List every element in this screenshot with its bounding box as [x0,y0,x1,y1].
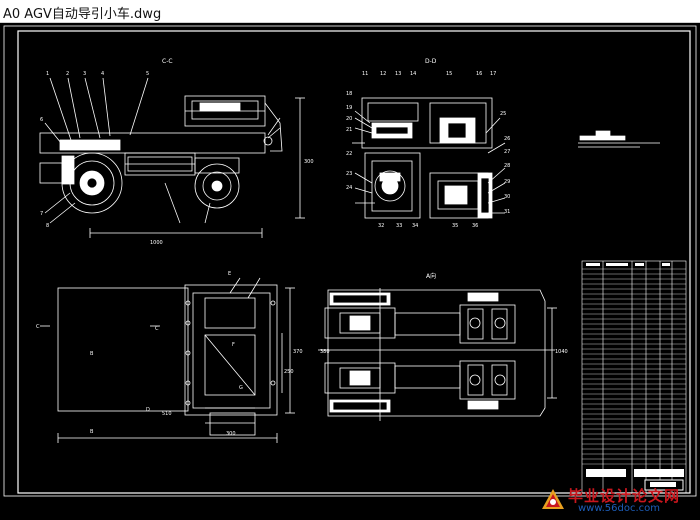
svg-text:33: 33 [396,223,402,229]
inner-frame [17,30,691,494]
svg-text:34: 34 [412,223,418,229]
svg-text:4: 4 [101,71,104,77]
svg-text:380: 380 [320,349,330,355]
cc-leader-labels: 1 2 3 4 5 6 7 8 1000 300 [40,71,314,246]
legend-block [578,130,660,148]
svg-text:7: 7 [40,211,43,217]
view-plan [40,277,295,443]
outer-frame [3,25,697,497]
svg-text:18: 18 [346,91,352,97]
svg-text:2: 2 [66,71,69,77]
svg-text:1040: 1040 [555,349,568,355]
svg-text:510: 510 [162,411,172,417]
svg-text:F: F [232,342,235,348]
watermark-text: 毕业设计论文网 [568,487,681,505]
svg-text:13: 13 [395,71,401,77]
site-watermark: 毕业设计论文网 www.56doc.com [538,485,696,517]
view-a-direction: A向 [318,272,557,421]
svg-text:15: 15 [446,71,452,77]
svg-text:23: 23 [346,171,352,177]
view-cc-section: C-C [39,58,305,238]
svg-text:36: 36 [472,223,478,229]
cad-drawing-svg: C-C [3,25,697,497]
dd-leader-labels: 11 12 13 14 15 16 17 18 19 20 21 22 23 2… [346,71,510,229]
svg-text:12: 12 [380,71,386,77]
svg-text:30: 30 [504,194,510,200]
window-titlebar: A0 AGV自动导引小车.dwg [0,0,700,23]
svg-text:19: 19 [346,105,352,111]
title-block [581,260,687,494]
svg-text:300: 300 [226,431,236,437]
watermark-logo-icon [542,489,564,509]
plan-labels: 510 300 370 250 C C B B D E F G [36,271,303,437]
section-label-a: A向 [426,272,436,280]
svg-text:11: 11 [362,71,368,77]
svg-text:E: E [228,271,231,277]
window-title: A0 AGV自动导引小车.dwg [3,7,162,22]
svg-text:D: D [146,407,150,413]
svg-text:32: 32 [378,223,384,229]
svg-text:G: G [239,385,243,391]
svg-text:1000: 1000 [150,240,163,246]
svg-text:26: 26 [504,136,510,142]
svg-text:35: 35 [452,223,458,229]
svg-text:25: 25 [500,111,506,117]
svg-text:300: 300 [304,159,314,165]
svg-text:3: 3 [83,71,86,77]
svg-text:5: 5 [146,71,149,77]
svg-text:370: 370 [293,349,303,355]
svg-text:31: 31 [504,209,510,215]
svg-text:17: 17 [490,71,496,77]
svg-text:29: 29 [504,179,510,185]
svg-text:27: 27 [504,149,510,155]
svg-text:28: 28 [504,163,510,169]
svg-text:250: 250 [284,369,294,375]
svg-text:C: C [155,326,159,332]
view-dd-section: D-D [352,58,506,219]
svg-text:14: 14 [410,71,416,77]
title-block-fills [586,263,684,491]
title-block-rows [582,268,686,465]
svg-text:20: 20 [346,116,352,122]
svg-text:21: 21 [346,127,352,133]
svg-text:1: 1 [46,71,49,77]
svg-text:8: 8 [46,223,49,229]
svg-text:6: 6 [40,117,43,123]
section-label-dd: D-D [425,58,437,65]
svg-text:B: B [90,429,94,435]
a-view-labels: 380 1040 [320,349,568,355]
svg-text:C: C [36,324,40,330]
svg-text:24: 24 [346,185,352,191]
svg-text:B: B [90,351,94,357]
cad-drawing-canvas[interactable]: C-C [0,23,700,520]
svg-text:16: 16 [476,71,482,77]
watermark-url: www.56doc.com [578,503,661,514]
svg-text:22: 22 [346,151,352,157]
section-label-cc: C-C [162,58,173,65]
